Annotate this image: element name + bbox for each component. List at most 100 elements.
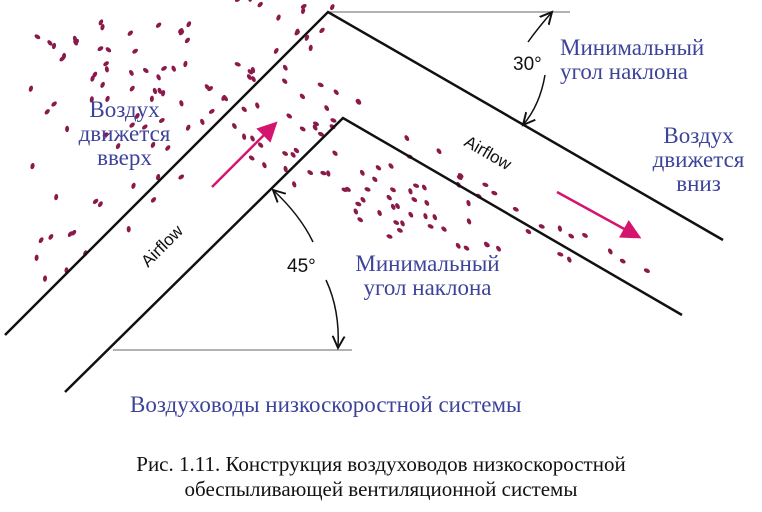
dust-particle [404,135,410,142]
dust-particle [51,42,57,50]
dust-particle [286,113,293,119]
dust-particle [67,231,73,237]
dust-particle [242,133,247,140]
dust-particle [317,131,325,137]
dust-particle [222,95,229,102]
air-moves-up-label: Воздух движется вверх [62,98,187,170]
dust-particle [273,47,279,54]
label-line: Минимальный [355,251,500,276]
dust-particle [142,124,148,130]
dust-particle [156,74,161,81]
airflow-label-left: Airflow [137,221,187,271]
dust-particle [400,220,405,227]
dust-particle [150,197,157,203]
dust-particle [308,44,313,52]
dust-particle [283,165,288,173]
label-line: движется [78,121,171,146]
dust-particle [105,47,112,53]
dust-particle [496,245,501,252]
dust-particle [301,7,306,15]
dust-particle [183,60,188,68]
dust-particle [132,48,138,54]
dust-particle [538,224,545,229]
dust-particle [54,193,59,201]
dust-particle [299,126,306,132]
dust-particle [390,203,396,210]
dust-particle [165,145,171,151]
dust-particle [411,197,418,203]
dust-particle [232,123,237,129]
label-line: Воздух [89,97,160,122]
dust-particle [455,242,461,249]
dust-particle [319,27,325,34]
angle-arc-top-up [527,12,552,43]
dust-particle [386,234,393,239]
dust-particle [413,183,420,188]
dust-particle [360,197,366,203]
dust-particle [134,112,140,119]
dust-particle [98,19,104,26]
dust-particle [97,46,104,52]
dust-particle [463,245,470,251]
dust-particle [312,124,318,131]
dust-particle [357,217,364,223]
dust-particle [100,81,105,88]
dust-particle [377,209,382,217]
label-line: вверх [97,145,152,170]
dust-particle [364,187,371,192]
duct-inner-wall [64,116,683,393]
dust-particle [90,75,95,82]
dust-particle [619,258,626,264]
dust-particle [466,218,472,225]
dust-particle [557,252,564,257]
dust-particle [483,241,489,248]
dust-particle [48,234,54,240]
airflow-down-arrow [556,190,642,239]
dust-particle [150,141,156,148]
label-line: Минимальный [560,35,705,60]
dust-particle [42,275,48,282]
dust-particle [65,125,70,133]
dust-particle [466,199,471,207]
dust-particle [129,122,135,128]
label-line: угол наклона [560,59,688,84]
dust-particle [131,182,136,189]
dust-particle [234,0,241,2]
dust-particle [186,21,192,28]
dust-particle [241,106,247,112]
dust-particle [262,162,267,169]
dust-particle [607,248,613,255]
label-line: движется [652,147,745,172]
dust-particle [51,101,57,107]
dust-particle [432,214,438,221]
dust-particle [126,225,131,233]
dust-particle [155,22,162,28]
dust-particle [184,37,190,44]
dust-particle [330,118,337,123]
dust-particle [47,40,53,46]
dust-particle [441,226,447,232]
dust-particle [320,170,327,176]
dust-particle [643,268,650,273]
system-title: Воздуховоды низкоскоростной системы [130,392,522,417]
angle-arc-top-down [523,74,546,125]
dust-particle [276,14,281,21]
dust-particle [386,194,392,201]
dust-particle [178,28,184,34]
dust-particle [408,211,414,218]
dust-particle [247,69,253,75]
dust-particle [300,4,307,9]
dust-particle [38,237,44,244]
dust-particle [161,90,166,97]
dust-particle [293,147,300,154]
dust-particle [330,4,335,11]
dust-particle [251,76,256,83]
dust-particle [333,89,339,95]
dust-particle [44,109,50,115]
dust-particle [179,100,184,107]
dust-particle [234,62,241,67]
dust-particle [304,34,310,41]
dust-particle [307,170,314,176]
